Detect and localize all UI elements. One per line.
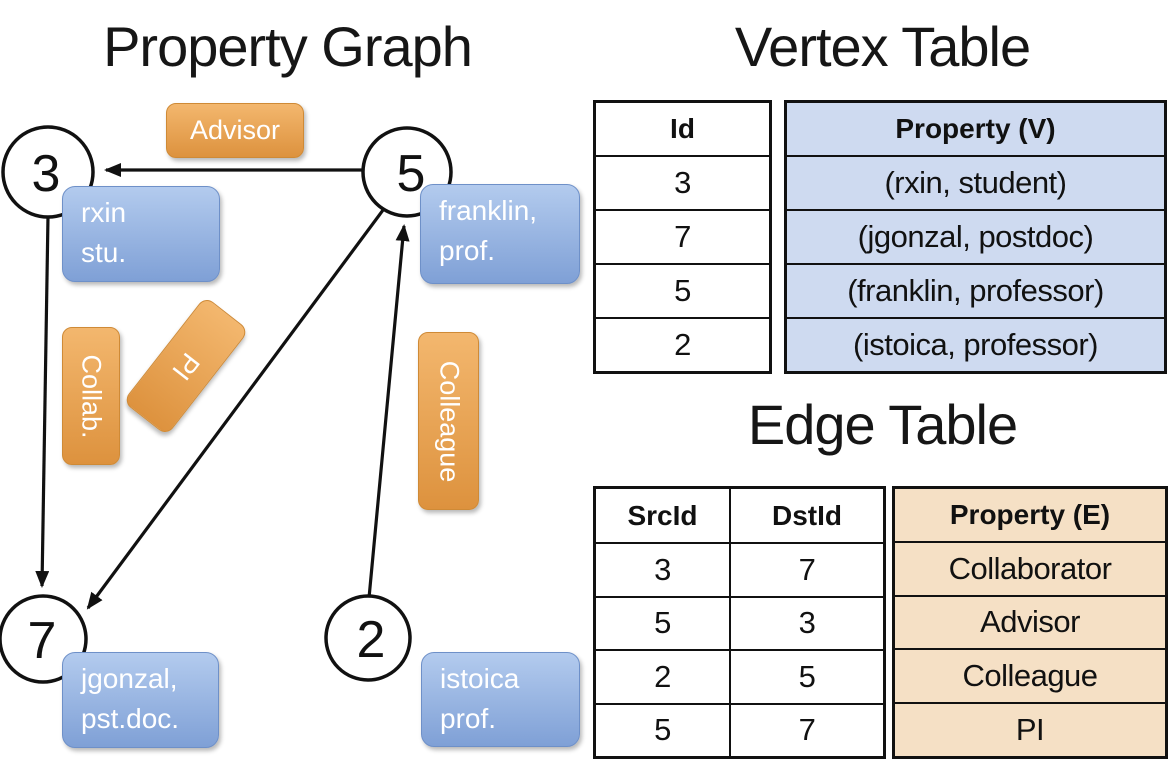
vertex-label-istoica-line2: prof. — [440, 702, 497, 734]
node-7-id: 7 — [28, 612, 57, 670]
edge-table-property-cell: Colleague — [895, 648, 1165, 702]
node-3-id: 3 — [32, 145, 61, 203]
vertex-label-jgonzal-line2: pst.doc. — [81, 702, 180, 734]
node-2-id: 2 — [357, 611, 386, 669]
edge-table-srcid-cell: 2 — [596, 649, 731, 703]
edge-arrow-pi-5to7 — [86, 205, 388, 610]
edge-label-collab: Collab. — [62, 327, 120, 465]
vertex-table-property-cell: (jgonzal, postdoc) — [787, 209, 1164, 263]
vertex-table-property-cell: (istoica, professor) — [787, 317, 1164, 371]
edge-table-dstid-header: DstId — [772, 499, 842, 531]
edge-table-srcid-cell: 3 — [596, 542, 731, 596]
edge-table-property-header: Property (E) — [949, 498, 1111, 530]
vertex-label-franklin: franklin, prof. — [420, 184, 580, 284]
edge-table-srcid-cell: 5 — [596, 595, 731, 650]
edge-table-property-cell: Advisor — [895, 594, 1165, 649]
vertex-label-rxin-line1: rxin — [81, 197, 127, 228]
edge-table-property-cell: PI — [895, 702, 1165, 756]
vertex-label-rxin: rxin stu. — [62, 186, 220, 282]
edge-table-dstid-cell: 7 — [731, 702, 883, 756]
edge-label-collab-text: Collab. — [76, 353, 107, 439]
vertex-table-property-column: Property (V) (rxin, student) (jgonzal, p… — [784, 100, 1167, 374]
edge-arrow-colleague-2to5 — [367, 224, 410, 599]
edge-table-srcid-header: SrcId — [596, 489, 731, 543]
edge-label-colleague-text: Colleague — [434, 360, 464, 482]
vertex-table-id-cell: 2 — [596, 317, 769, 371]
vertex-table-id-header: Id — [670, 113, 695, 144]
vertex-table-id-cell: 3 — [596, 155, 769, 209]
edge-label-pi-text: PI — [166, 347, 207, 386]
vertex-label-jgonzal: jgonzal, pst.doc. — [62, 652, 219, 748]
edge-table-property-column: Property (E) Collaborator Advisor Collea… — [892, 486, 1168, 759]
vertex-table-property-cell: (rxin, student) — [787, 155, 1164, 209]
edge-label-advisor: Advisor — [166, 103, 304, 158]
vertex-table-id-column: Id 3 7 5 2 — [593, 100, 772, 374]
node-2-circle — [324, 594, 412, 682]
vertex-label-rxin-line2: stu. — [81, 236, 127, 268]
vertex-table-title: Vertex Table — [734, 15, 1031, 78]
property-graph-title: Property Graph — [103, 15, 473, 78]
edge-table-dstid-cell: 3 — [731, 595, 883, 649]
vertex-label-istoica: istoica prof. — [421, 652, 580, 747]
edge-label-colleague: Colleague — [418, 332, 479, 510]
edge-table-ids-columns: SrcId DstId 3 7 5 3 2 5 5 7 — [593, 486, 886, 759]
vertex-label-istoica-line1: istoica — [440, 663, 520, 694]
edge-table-title: Edge Table — [747, 393, 1018, 456]
edge-label-advisor-text: Advisor — [189, 115, 281, 145]
edge-table-srcid-cell: 5 — [596, 702, 731, 756]
vertex-table-property-cell: (franklin, professor) — [787, 263, 1164, 317]
vertex-table-id-cell: 7 — [596, 209, 769, 263]
edge-table-dstid-cell: 7 — [731, 542, 883, 595]
edge-arrow-collab-3to7 — [35, 215, 50, 588]
edge-table-dstid-cell: 5 — [731, 649, 883, 702]
vertex-label-jgonzal-line1: jgonzal, — [81, 663, 178, 694]
vertex-label-franklin-line1: franklin, — [439, 195, 538, 226]
edge-table-property-cell: Collaborator — [895, 540, 1165, 595]
vertex-label-franklin-line2: prof. — [439, 234, 496, 266]
vertex-table-id-cell: 5 — [596, 263, 769, 317]
vertex-table-property-header: Property (V) — [895, 113, 1056, 144]
